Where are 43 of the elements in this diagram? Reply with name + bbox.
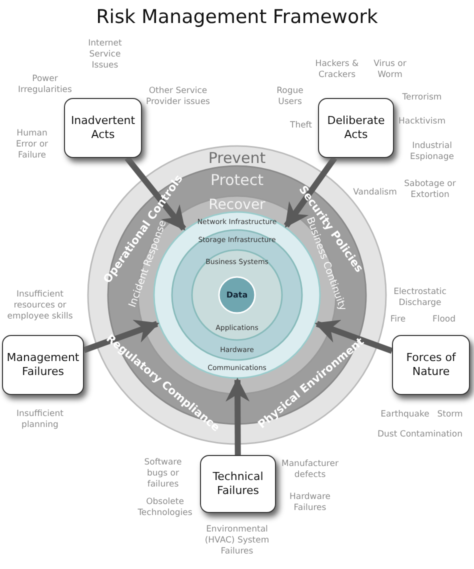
threat-example: Insufficient planning [16,408,64,432]
threat-example: Hardware Failures [288,492,332,514]
ring-title: Data [226,290,248,300]
threat-box: Inadvertent Acts [64,98,142,158]
threat-example: Environmental (HVAC) System Failures [204,524,270,558]
threat-example: Hacktivism [398,116,446,128]
arrow [124,156,186,231]
threat-example: Theft [289,120,313,132]
threat-example: Rogue Users [276,86,304,108]
threat-example: Hackers & Crackers [314,58,360,82]
ring-title: Prevent [208,149,266,167]
threat-example: Other Service Provider issues [145,86,211,108]
ring-title: Protect [210,171,264,189]
threat-example: Power Irregularities [17,74,73,96]
threat-example: Manufacturer defects [280,458,340,482]
threat-box: Technical Failures [200,455,276,513]
threat-box: Deliberate Acts [318,98,394,158]
threat-example: Flood [431,314,457,326]
inner-circle [191,249,283,341]
threat-example: Human Error or Failure [14,128,50,162]
arrow [284,156,338,228]
arrow [226,378,250,456]
diagram-title: Risk Management Framework [95,6,379,28]
threat-example: Industrial Espionage [409,140,455,164]
threat-example: Obsolete Technologies [136,496,194,520]
threat-example: Storm [436,409,464,421]
threat-example: Internet Service Issues [87,38,123,72]
threat-example: Fire [389,314,407,326]
threat-example: Sabotage or Extortion [403,178,457,202]
arrow [82,320,160,354]
threat-example: Vandalism [352,187,398,199]
threat-example: Software bugs or failures [143,457,183,491]
threat-box: Management Failures [2,335,84,395]
arrow [314,320,394,354]
threat-example: Terrorism [401,92,443,104]
threat-box: Forces of Nature [392,335,470,395]
threat-example: Earthquake [380,409,430,421]
threat-example: Electrostatic Discharge [392,286,448,310]
threat-example: Virus or Worm [372,58,408,82]
ring-title: Recover [208,197,266,213]
threat-example: Insufficient resources or employee skills [6,289,74,323]
core-circle [218,276,256,314]
threat-example: Dust Contamination [376,429,464,441]
